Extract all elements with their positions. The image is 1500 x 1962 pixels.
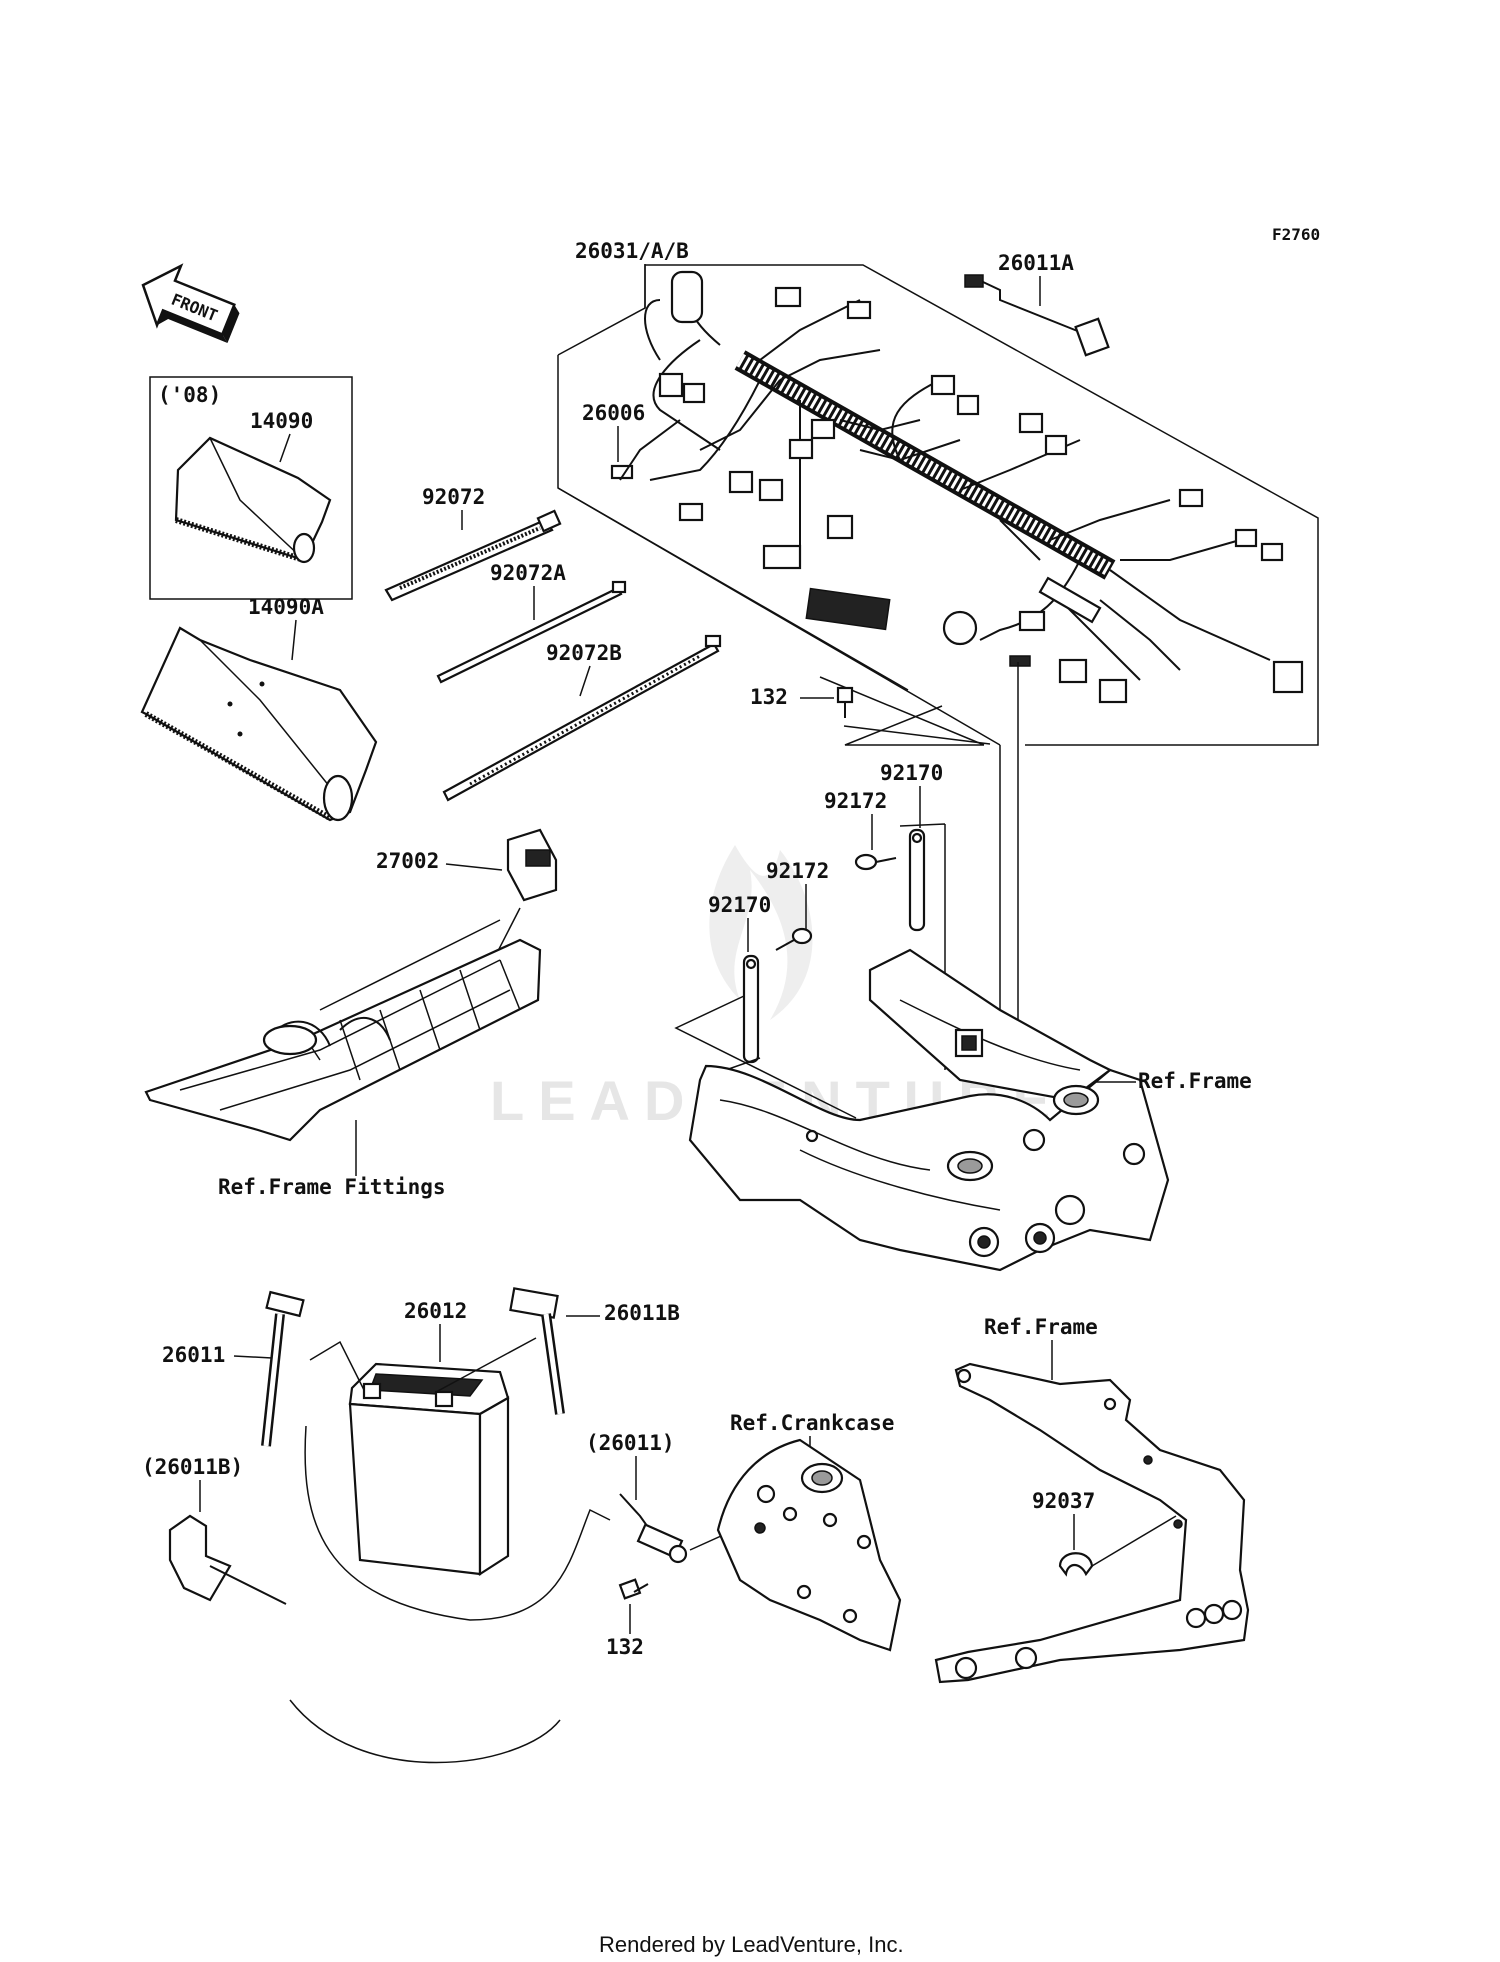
band-92072-part: [384, 509, 562, 602]
band-92170-right-part: [908, 828, 926, 932]
diagram-code: F2760: [1272, 225, 1320, 244]
lead-26011A-part: [964, 274, 1110, 357]
callout-26031: 26031/A/B: [575, 239, 689, 263]
callout-26012: 26012: [404, 1299, 467, 1323]
callout-26011A: 26011A: [998, 251, 1074, 275]
cover-14090-part: [174, 436, 332, 564]
callout-132-bottom: 132: [606, 1635, 644, 1659]
callout-92037: 92037: [1032, 1489, 1095, 1513]
relay-27002-part: [506, 828, 558, 902]
cable-26011B-paren-part: [168, 1514, 287, 1605]
callout-26011B: 26011B: [604, 1301, 680, 1325]
footer-credit: Rendered by LeadVenture, Inc.: [599, 1932, 904, 1957]
band-92072A-part: [436, 580, 627, 684]
callout-14090A: 14090A: [248, 595, 324, 619]
clamp-92037-part: [1058, 1515, 1177, 1577]
band-92072B-part: [442, 634, 722, 802]
callout-92170-left: 92170: [708, 893, 771, 917]
callout-26011-paren: (26011): [586, 1431, 675, 1455]
battery-26012-part: [348, 1362, 510, 1577]
callout-92072B: 92072B: [546, 641, 622, 665]
callout-26011B-paren: (26011B): [142, 1455, 243, 1479]
crankcase-part: [716, 1438, 902, 1652]
ref-crankcase-label: Ref.Crankcase: [730, 1411, 894, 1435]
callout-26011: 26011: [162, 1343, 225, 1367]
bolt-132-bottom-part: [618, 1578, 649, 1600]
main-frame-part: [688, 948, 1170, 1272]
watermark-flame-icon: [709, 845, 813, 1020]
screw-92172-left-part: [775, 927, 813, 951]
callout-27002: 27002: [376, 849, 439, 873]
callout-92172-left: 92172: [766, 859, 829, 883]
ref-frame-fittings-label: Ref.Frame Fittings: [218, 1175, 446, 1199]
band-92170-left-part: [742, 954, 760, 1064]
screw-92172-right-part: [854, 853, 897, 871]
bolt-132-top-part: [836, 686, 854, 718]
callout-92072: 92072: [422, 485, 485, 509]
front-direction-arrow-icon: FRONT: [141, 263, 240, 343]
callout-132-top: 132: [750, 685, 788, 709]
callout-26006: 26006: [582, 401, 645, 425]
cable-26011B-part: [509, 1287, 565, 1415]
callout-14090: 14090: [250, 409, 313, 433]
frame-fittings-part: [144, 938, 542, 1142]
cable-26011-part: [261, 1290, 305, 1447]
year-note: ('08): [158, 383, 221, 407]
ref-frame-main-label: Ref.Frame: [1138, 1069, 1252, 1093]
ref-frame-lower-label: Ref.Frame: [984, 1315, 1098, 1339]
callout-92172-right: 92172: [824, 789, 887, 813]
callout-92072A: 92072A: [490, 561, 566, 585]
cover-14090A-part: [140, 626, 378, 822]
cable-26011-paren-part: [619, 1493, 688, 1564]
callout-92170-right: 92170: [880, 761, 943, 785]
wiring-harness-part: [619, 270, 1304, 704]
lower-frame-part: [934, 1362, 1250, 1684]
year-note-box: [149, 376, 353, 600]
